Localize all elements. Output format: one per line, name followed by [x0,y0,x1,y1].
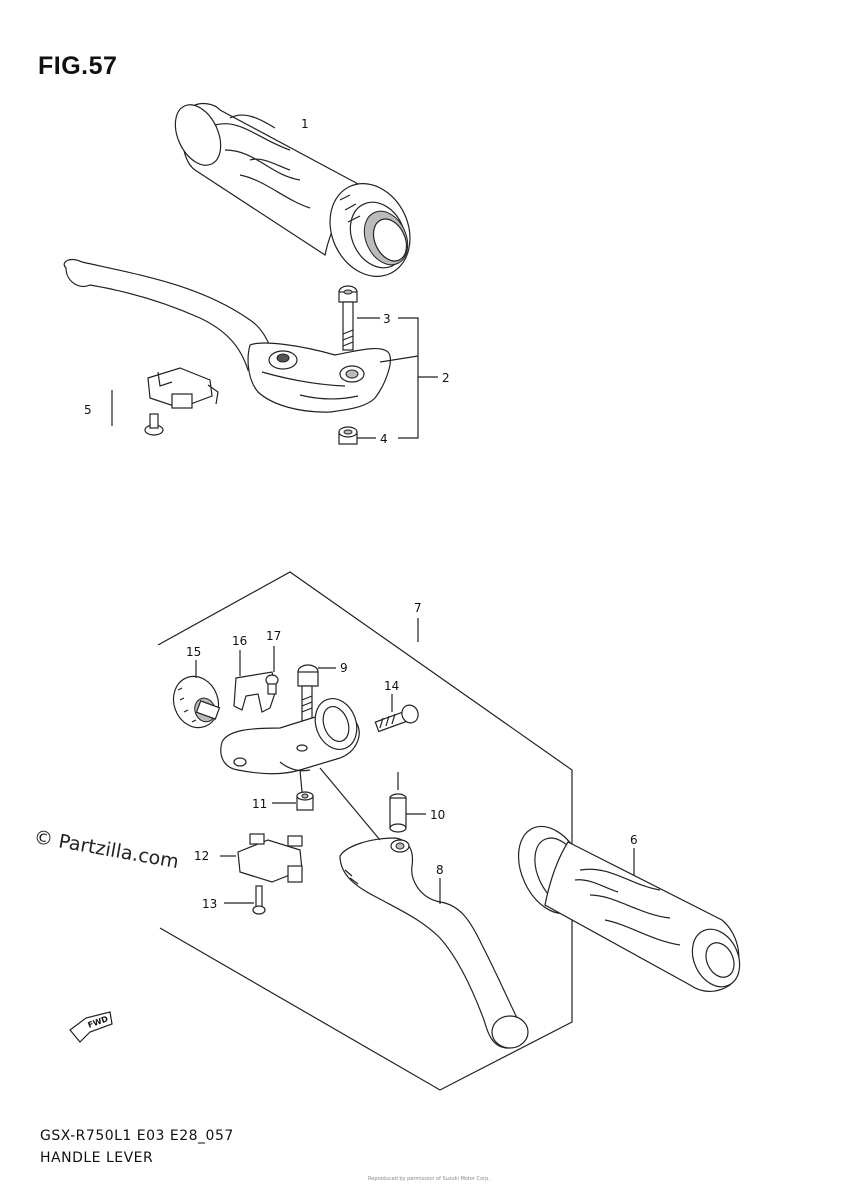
figure-title: FIG.57 [38,52,118,80]
left-grip [517,825,741,992]
switch-screw [224,885,266,915]
callout-labels: 1 2 3 4 5 6 7 8 9 10 11 12 13 14 15 16 1… [84,117,638,911]
callout-5: 5 [84,403,92,417]
bracket-screw [265,646,279,695]
callout-11: 11 [252,797,267,811]
lever-pivot-bolt [297,664,336,727]
holder-clamp-bolt [374,694,419,733]
callout-10: 10 [430,808,445,822]
callout-3: 3 [383,312,391,326]
front-brake-switch [111,367,219,436]
cable-bracket [233,650,277,713]
pivot-bolt [338,285,358,351]
forward-arrow-icon: FWD [69,1011,113,1043]
callout-9: 9 [340,661,348,675]
upper-leader-lines [357,317,438,439]
throttle-grip [174,102,411,277]
callout-15: 15 [186,645,201,659]
diagram-name: HANDLE LEVER [40,1150,154,1166]
pivot-nut [338,426,358,445]
holder-nut [272,769,314,811]
brake-lever [63,258,391,413]
callout-17: 17 [266,629,281,643]
callout-1: 1 [301,117,309,131]
callout-13: 13 [202,897,217,911]
callout-12: 12 [194,849,209,863]
fine-print: Reproduced by permission of Suzuki Motor… [368,1176,490,1182]
lever-holder [220,698,360,775]
callout-16: 16 [232,634,247,648]
callout-2: 2 [442,371,450,385]
callout-8: 8 [436,863,444,877]
clutch-lever [319,767,529,1049]
callout-7: 7 [414,601,422,615]
callout-4: 4 [380,432,388,446]
callout-14: 14 [384,679,399,693]
clutch-switch [220,833,303,883]
lever-adjuster [172,660,221,729]
callout-6: 6 [630,833,638,847]
lever-collar [389,772,426,833]
model-code: GSX-R750L1 E03 E28_057 [40,1128,234,1144]
